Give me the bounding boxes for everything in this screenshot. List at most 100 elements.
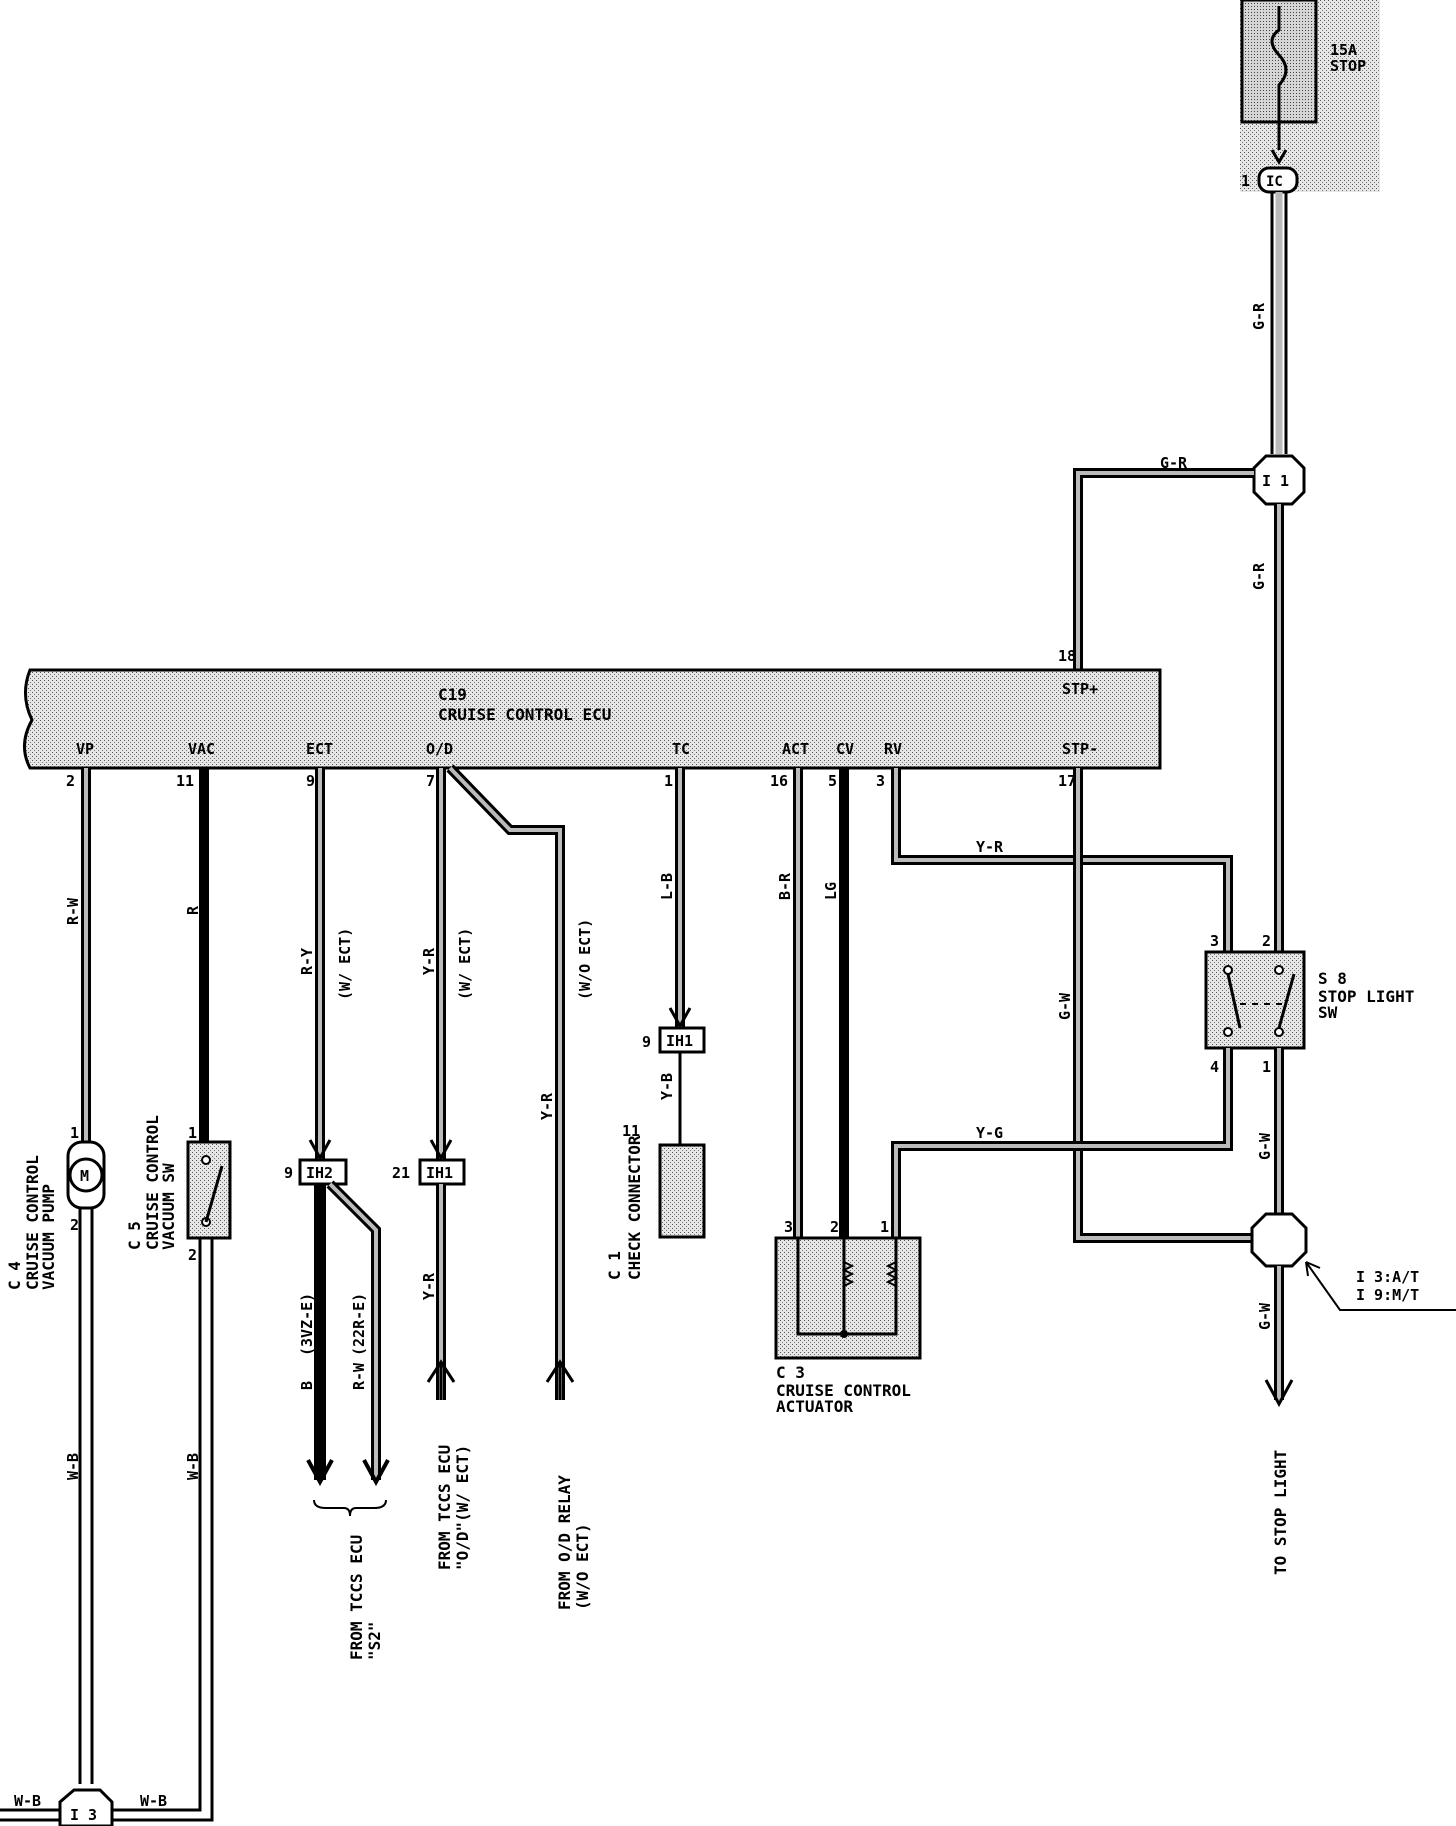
ecu-term-stp-plus: STP+ [1062, 680, 1098, 698]
wire-yg-h: Y-G [891, 1048, 1233, 1238]
coil-a-icon [841, 1261, 855, 1287]
ecu-term-od: O/D [426, 740, 453, 758]
wire-yr: Y-R (W/ ECT) [420, 768, 474, 1162]
junction-i3: W-B I 3 [0, 1788, 114, 1826]
stop-light-switch: 3 2 4 1 S 8 STOP LIGHT SW [1204, 932, 1414, 1076]
junction-note-2: I 9:M/T [1356, 1286, 1419, 1304]
fuse-pin: 1 [1241, 172, 1250, 190]
wire-note-b: (3VZ-E) [298, 1293, 316, 1356]
ecu-term-cv: CV [836, 740, 854, 758]
act-pin3: 3 [784, 1218, 793, 1236]
ecu-pin-stp-minus: 17 [1058, 772, 1076, 790]
note-from-od-relay: FROM O/D RELAY [555, 1475, 574, 1610]
switch-contact-b-icon [1277, 973, 1296, 1029]
ih2-pin: 9 [284, 1164, 293, 1182]
ecu-term-rv: RV [884, 740, 902, 758]
wire-gw-left: G-W [1056, 768, 1254, 1243]
wire-label-gw-bottom: G-W [1256, 1302, 1274, 1330]
wire-label-lb: L-B [658, 873, 676, 900]
act-pin1: 1 [880, 1218, 889, 1236]
wire-br: B-R [776, 768, 803, 1238]
junction-i3-i9: I 3:A/T I 9:M/T [1250, 1212, 1456, 1311]
wire-ry: R-Y (W/ ECT) [298, 768, 354, 1162]
wire-rw2: R-W (22R-E) [326, 1180, 390, 1487]
wire-lb: L-B [658, 768, 692, 1030]
wire-label-gr-branch: G-R [1160, 454, 1188, 472]
note-from-tccs-od-2: "O/D"(W/ ECT) [453, 1445, 472, 1570]
wire-gr-top: G-R [1250, 192, 1288, 454]
ecu-term-vac: VAC [188, 740, 215, 758]
ecu-pin-tc: 1 [664, 772, 673, 790]
fuse-icon [1270, 6, 1288, 150]
wire-gw-bottom: G-W TO STOP LIGHT [1256, 1266, 1294, 1575]
cc-pin11: 11 [622, 1122, 640, 1140]
wire-label-yr: Y-R [420, 947, 438, 975]
wire-note-yr-noect: (W/O ECT) [576, 919, 594, 1000]
sw-name2: SW [1318, 1003, 1338, 1022]
wire-label-wb-bot-left: W-B [14, 1792, 41, 1810]
ecu-term-vp: VP [76, 740, 94, 758]
pump-id: C 4 [5, 1261, 24, 1290]
ecu-term-act: ACT [782, 740, 809, 758]
wire-label-gr-mid: G-R [1250, 562, 1268, 590]
wire-label-wb-left: W-B [64, 1453, 82, 1480]
ecu-pin-act: 16 [770, 772, 788, 790]
junction-i1: I 1 [1252, 454, 1306, 506]
wire-note-ry: (W/ ECT) [336, 928, 354, 1000]
cc-ih1-label: IH1 [666, 1032, 693, 1050]
motor-icon [68, 1157, 104, 1193]
ecu-pin-vac: 11 [176, 772, 194, 790]
ecu-term-stp-minus: STP- [1062, 740, 1098, 758]
sw-pin1: 1 [1262, 1058, 1271, 1076]
switch-icon [204, 1165, 224, 1223]
wire-label-yb: Y-B [658, 1073, 676, 1100]
wire-yr-noect: (W/O ECT) Y-R [446, 764, 594, 1400]
fuse-amp: 15A [1330, 41, 1357, 59]
cruise-actuator: 3 2 1 C 3 CRUISE CONTROL ACTUATOR [774, 1218, 922, 1416]
sw-name1: STOP LIGHT [1318, 987, 1414, 1006]
connector-ih2: 9 IH2 [284, 1158, 348, 1186]
wire-label-yr-noect: Y-R [538, 1092, 556, 1120]
check-connector: 9 IH1 Y-B 11 C 1 CHECK CONNECTOR [605, 1026, 706, 1280]
pump-symbol: M [80, 1167, 89, 1185]
vacuum-switch: 1 2 C 5 CRUISE CONTROL VACUUM SW [125, 1115, 232, 1264]
wire-yr-low: Y-R [420, 1184, 456, 1400]
cc-id: C 1 [605, 1251, 624, 1280]
wire-label-rw: R-W [64, 897, 82, 925]
switch-contact-a-icon [1226, 973, 1242, 1029]
act-pin2: 2 [830, 1218, 839, 1236]
wire-label-gw-right: G-W [1256, 1132, 1274, 1160]
vacsw-name1: CRUISE CONTROL [143, 1115, 162, 1250]
ecu-pin-rv: 3 [876, 772, 885, 790]
wire-gr-mid: G-R [1250, 504, 1284, 952]
ecu-body: C19 CRUISE CONTROL ECU VP VAC ECT O/D TC… [23, 647, 1162, 790]
note-from-tccs-od: FROM TCCS ECU [435, 1445, 454, 1570]
wire-label-b: B [298, 1381, 316, 1390]
note-to-stop: TO STOP LIGHT [1271, 1450, 1290, 1575]
cc-ih1-pin: 9 [642, 1033, 651, 1051]
fuse-name: STOP [1330, 57, 1366, 75]
wire-label-yr-low: Y-R [420, 1272, 438, 1300]
wire-gw-right: G-W [1256, 1048, 1284, 1216]
pump-pin1: 1 [70, 1124, 79, 1142]
act-id: C 3 [776, 1363, 805, 1382]
pump-name2: VACUUM PUMP [39, 1184, 58, 1290]
wire-note-yr: (W/ ECT) [456, 928, 474, 1000]
act-name1: CRUISE CONTROL [776, 1381, 911, 1400]
wire-label-r: R [184, 905, 202, 915]
wire-label-rw2: R-W [350, 1362, 368, 1390]
cc-name: CHECK CONNECTOR [625, 1135, 644, 1280]
wire-label-yg-h: Y-G [976, 1124, 1003, 1142]
ih2-label: IH2 [306, 1164, 333, 1182]
vacsw-pin2: 2 [188, 1246, 197, 1264]
wire-yr-h: Y-R [891, 768, 1233, 952]
wire-label-wb-right: W-B [184, 1453, 202, 1480]
junction-i3-label: I 3 [70, 1806, 97, 1824]
ecu-name: CRUISE CONTROL ECU [438, 705, 611, 724]
ecu-id: C19 [438, 685, 467, 704]
coil-b-icon [885, 1261, 899, 1287]
ih1b-pin: 21 [392, 1164, 410, 1182]
ecu-pin-ect: 9 [306, 772, 315, 790]
note-from-tccs-2: "S2" [365, 1621, 384, 1660]
